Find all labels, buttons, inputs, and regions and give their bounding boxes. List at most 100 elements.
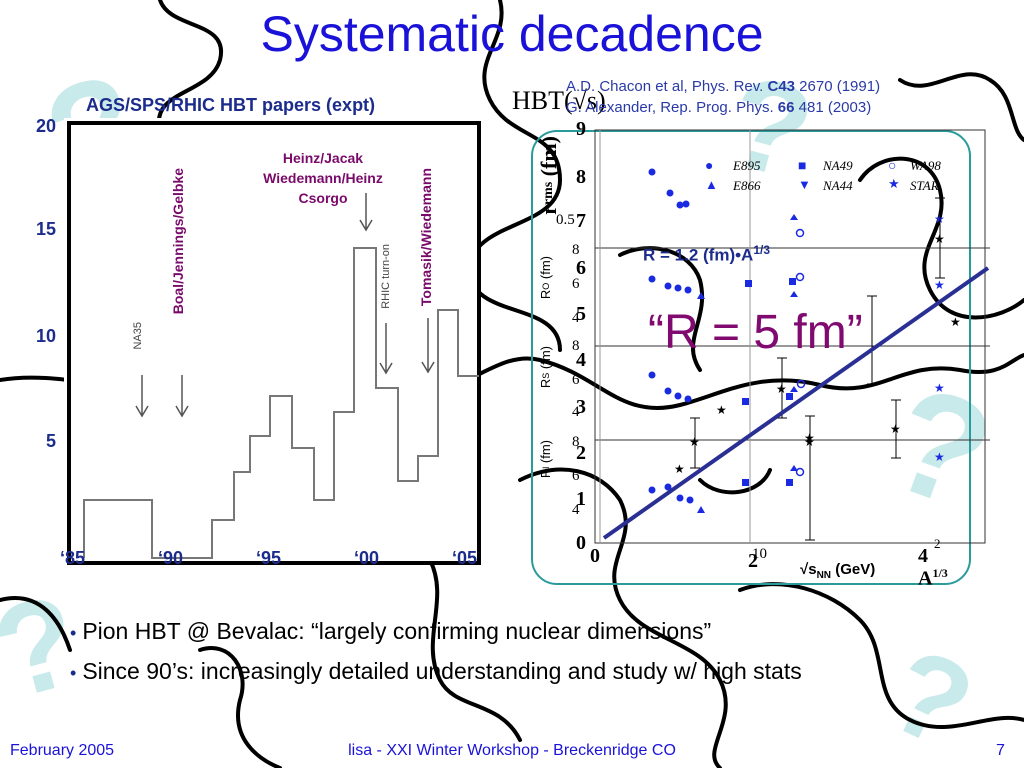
arrow-down-icon: [175, 375, 189, 418]
e895-point: [648, 168, 656, 176]
bullet-item: •Pion HBT @ Bevalac: “largely confirming…: [70, 618, 712, 644]
data-points: [648, 168, 798, 513]
scale-6: 6: [576, 257, 586, 279]
heinz-annotation: Heinz/Jacak Wiedemann/Heinz Csorgo: [248, 148, 398, 208]
na44-point: [790, 291, 798, 297]
na44-point: [790, 214, 798, 220]
arrow-down-icon: [359, 193, 373, 232]
inner-tick: 4: [572, 502, 580, 518]
na44-point: [790, 465, 798, 471]
na44-point: [790, 386, 798, 392]
wa98-points: [795, 228, 806, 477]
legend-e895: E895: [733, 158, 761, 173]
scale-8: 8: [576, 166, 586, 188]
black-star-point: ★: [716, 403, 727, 417]
scale-2: 2: [576, 442, 586, 464]
left-plot-heading: AGS/SPS/RHIC HBT papers (expt): [86, 95, 376, 115]
legend-na44: NA44: [823, 178, 853, 193]
black-star-point: ★: [689, 435, 700, 449]
a13-axis-label: A1/3: [918, 566, 948, 590]
star-point: ★: [934, 212, 945, 226]
black-star-point: ★: [804, 435, 815, 449]
e866-marker-icon: ▲: [705, 177, 718, 192]
annotation-arrows: [135, 193, 435, 418]
black-star-point: ★: [950, 315, 961, 329]
inner-tick: 4: [572, 310, 580, 326]
rs-axis-label: RS (fm): [538, 346, 553, 389]
vertical-gridlines: [599, 130, 751, 543]
e895-point: [686, 496, 694, 504]
x-tick-label: ‘95: [256, 548, 282, 568]
star-marker-icon: ★: [888, 176, 900, 191]
na44-marker-icon: ▼: [798, 177, 811, 192]
scale-5: 5: [576, 303, 586, 325]
panel-dividers: [595, 247, 990, 441]
e895-point: [664, 282, 672, 290]
plot-frame: [67, 121, 481, 565]
na49-point: [786, 479, 793, 486]
boal-annotation: Boal/Jennings/Gelbke: [170, 168, 186, 315]
x-axis-label: √sNN (GeV): [800, 561, 876, 581]
e895-point: [648, 486, 656, 494]
heinz-label: Heinz/Jacak: [282, 150, 364, 166]
histogram-series: [83, 247, 479, 559]
black-star-point: ★: [934, 232, 945, 246]
footer-event: lisa - XXI Winter Workshop - Breckenridg…: [348, 742, 676, 759]
legend-wa98: WA98: [910, 158, 941, 173]
error-bars: [690, 197, 945, 541]
e895-point: [674, 284, 682, 292]
black-star-point: ★: [804, 431, 815, 445]
black-star-point: ★: [776, 382, 787, 396]
na49-point: [789, 278, 796, 285]
x-tick-sup-2: 2: [934, 536, 941, 551]
e895-point: [684, 286, 692, 294]
rl-axis-label: Rl (fm): [538, 440, 553, 479]
e895-marker-icon: ●: [705, 157, 714, 173]
e895-point: [674, 392, 682, 400]
bullet-icon: •: [70, 663, 77, 683]
footer-date: February 2005: [10, 742, 115, 759]
bullet-icon: •: [70, 623, 77, 643]
papers-histogram: [64, 118, 481, 565]
arrow-down-icon: [379, 323, 393, 375]
scale-4: 4: [576, 349, 586, 371]
tomasik-annotation: Tomasik/Wiedemann: [418, 168, 434, 307]
bullet-list: •Pion HBT @ Bevalac: “largely confirming…: [70, 612, 802, 692]
ro-axis-label: RO (fm): [538, 256, 553, 300]
legend-na49: NA49: [823, 158, 853, 173]
e866-point: [697, 292, 705, 299]
rhic-annotation: RHIC turn-on: [380, 244, 392, 309]
x-tick-label: ‘85: [60, 548, 86, 568]
x-tick-0: 0: [590, 545, 600, 567]
star-point: ★: [934, 278, 945, 292]
e895-point: [684, 395, 692, 403]
na49-point: [742, 398, 749, 405]
e895-point: [664, 387, 672, 395]
e895-point: [666, 189, 674, 197]
wa98-point: [795, 467, 805, 477]
e866-point: [697, 506, 705, 513]
scale-0: 0: [576, 532, 586, 554]
scale-3: 3: [576, 396, 586, 418]
x-tick-label: ‘00: [354, 548, 380, 568]
legend-star: STAR: [910, 178, 939, 193]
x-tick-10: 10: [752, 546, 767, 562]
na49-point: [786, 393, 793, 400]
plot-background: [64, 118, 480, 564]
black-star-points: ★ ★ ★ ★ ★ ★ ★ ★ ★: [674, 232, 961, 476]
e895-point: [676, 201, 684, 209]
arrow-down-icon: [135, 375, 149, 418]
e895-point: [648, 275, 656, 283]
hbt-figure-frame: [531, 130, 971, 585]
x-tick-label: ‘90: [158, 548, 184, 568]
scale-1: 1: [576, 488, 586, 510]
wiedemann-label: Wiedemann/Heinz: [263, 170, 383, 186]
inner-tick: 6: [572, 372, 580, 388]
inner-tick: 6: [572, 276, 580, 292]
rrms-axis-label: rrms (fm): [536, 136, 561, 215]
footer-page-number: 7: [996, 742, 1005, 759]
y-tick-label: 5: [46, 431, 57, 451]
slide-title: Systematic decadence: [260, 6, 764, 62]
inner-tick: 8: [572, 434, 580, 450]
